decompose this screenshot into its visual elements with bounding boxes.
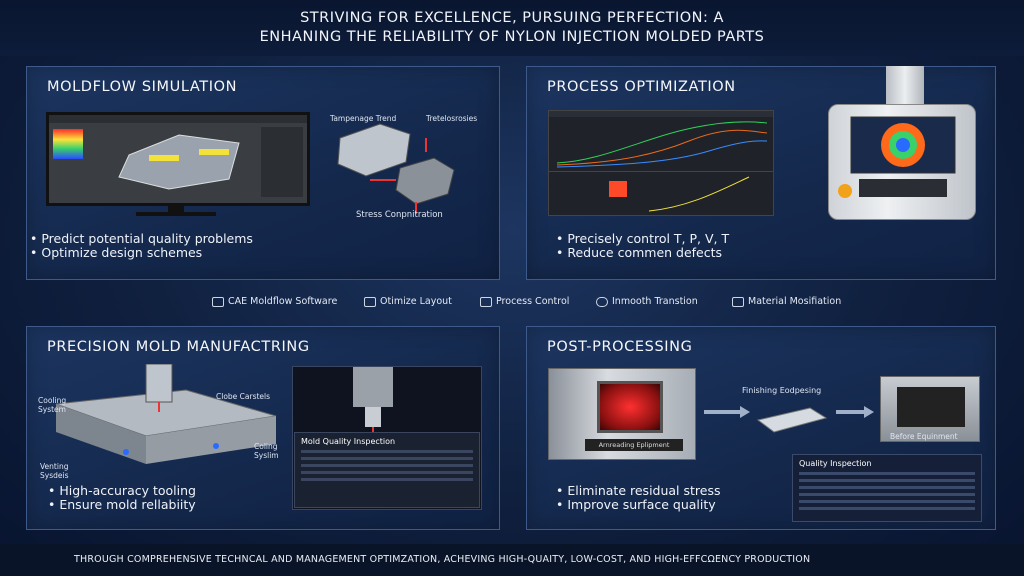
mold-title: PRECISION MOLD MANUFACTRING [47, 339, 310, 355]
transition-icon [596, 296, 608, 307]
label-before-equipment: Before Equinment [890, 432, 958, 441]
part-render [337, 123, 455, 214]
header-title-line-2: ENHANING THE RELIABILITY OF NYLON INJECT… [259, 29, 765, 45]
software-icon [212, 296, 224, 307]
annealing-furnace: Arnreading Eplipment [548, 368, 696, 460]
post-bullets: Eliminate residual stress Improve surfac… [556, 484, 721, 512]
feature-optimize-layout: Otimize Layout [364, 296, 452, 307]
label-cooling-system-2: Coling Syslim [254, 442, 279, 460]
label-finishing: Finishing Eodpesing [742, 386, 822, 395]
label-temperature: Tretelosrosies [426, 114, 478, 123]
process-bullets: Precisely control T, P, V, T Reduce comm… [556, 232, 729, 260]
process-title: PROCESS OPTIMIZATION [547, 79, 736, 95]
feature-cae-software: CAE Moldflow Software [212, 296, 337, 307]
post-processing-title: POST-PROCESSING [547, 339, 693, 355]
quality-row [793, 470, 981, 477]
simulation-screen [49, 115, 307, 197]
quality-row [793, 484, 981, 491]
cnc-controller [828, 104, 976, 220]
quality-row [793, 498, 981, 505]
mold-bullet-2: Ensure mold rellabiity [48, 498, 196, 512]
control-icon [480, 296, 492, 307]
mold-render [55, 364, 277, 464]
quality-inspection-title: Quality Inspection [799, 459, 872, 468]
feature-material-modification: Material Mosifiation [732, 296, 841, 307]
inspection-row [295, 455, 479, 462]
finishing-flow [704, 406, 874, 433]
process-bullet-2: Reduce commen defects [556, 246, 729, 260]
moldflow-bullets: Predict potential quality problems Optim… [30, 232, 253, 260]
label-annealing: Arnreading Eplipment [585, 439, 683, 451]
process-curves [549, 111, 773, 212]
mold-inspection-title: Mold Quality Inspection [301, 437, 396, 446]
footer: THROUGH COMPREHENSIVE TECHNCAL AND MANAG… [0, 544, 1024, 576]
quality-row [793, 491, 981, 498]
monitor-stand [168, 206, 184, 214]
monitor-base [136, 212, 216, 216]
layout-icon [364, 296, 376, 307]
mold-bullet-1: High-accuracy tooling [48, 484, 196, 498]
label-stress: Stress Conpnitration [356, 210, 443, 220]
inspection-row [295, 476, 479, 483]
post-bullet-1: Eliminate residual stress [556, 484, 720, 498]
quality-row [793, 477, 981, 484]
moldflow-title: MOLDFLOW SIMULATION [47, 79, 238, 95]
quality-inspection-card: Quality Inspection [792, 454, 982, 522]
process-bullet-1: Precisely control T, P, V, T [556, 232, 729, 246]
cnc-mount-pole [886, 66, 924, 106]
feature-process-control: Process Control [480, 296, 569, 307]
quality-row [793, 505, 981, 512]
material-icon [732, 296, 744, 307]
label-venting-system: Venting Sysdeis [40, 462, 69, 480]
feature-smooth-transition: Inmooth Transtion [596, 296, 698, 307]
mold-bullets: High-accuracy tooling Ensure mold rellab… [48, 484, 196, 512]
moldflow-bullet-2: Optimize design schemes [30, 246, 253, 260]
cnc-panel [838, 116, 956, 198]
simulation-monitor [46, 112, 310, 206]
header-title-line-1: STRIVING FOR EXCELLENCE, PURSUING PERFEC… [300, 10, 724, 26]
header: STRIVING FOR EXCELLENCE, PURSUING PERFEC… [0, 0, 1024, 56]
mold-inspection-card: Mold Quality Inspection [294, 432, 480, 508]
inspection-row [295, 469, 479, 476]
label-cooling-system: Cooling System [38, 396, 67, 414]
moldflow-bullet-1: Predict potential quality problems [30, 232, 253, 246]
finishing-equipment [880, 376, 980, 442]
spindle-graphic [353, 367, 393, 433]
inspection-row [295, 462, 479, 469]
label-temperature-trend: Tampenage Trend [330, 114, 397, 123]
process-chart-screen [548, 110, 774, 216]
post-bullet-2: Improve surface quality [556, 498, 721, 512]
equipment-chamber [897, 387, 965, 427]
label-cavities: Clobe Carstels [216, 392, 271, 401]
furnace-window [597, 381, 663, 433]
inspection-row [295, 448, 479, 455]
footer-text: THROUGH COMPREHENSIVE TECHNCAL AND MANAG… [74, 554, 811, 565]
